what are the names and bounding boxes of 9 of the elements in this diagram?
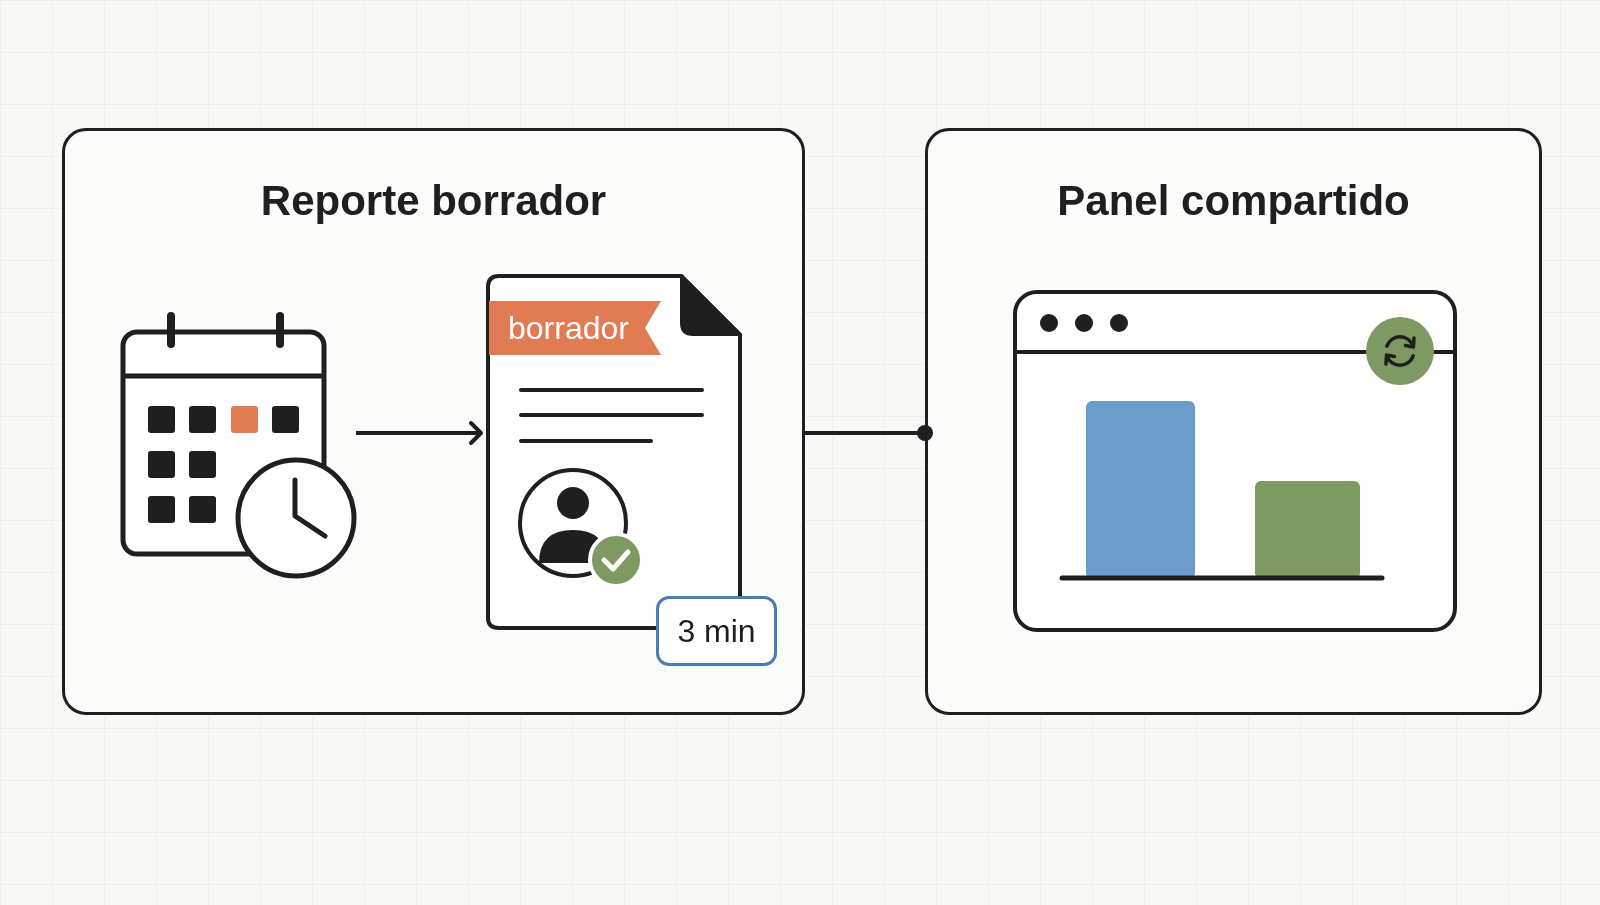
panel [925, 128, 1542, 715]
ribbon-label: borrador [489, 301, 661, 355]
panel-title: Panel compartido [1057, 176, 1410, 226]
arrow [356, 421, 483, 445]
time-badge: 3 min [656, 596, 777, 666]
browser-window [1013, 290, 1457, 632]
panel-title: Reporte borrador [260, 176, 607, 226]
panel [62, 128, 805, 715]
dot-connector-line [805, 425, 933, 441]
